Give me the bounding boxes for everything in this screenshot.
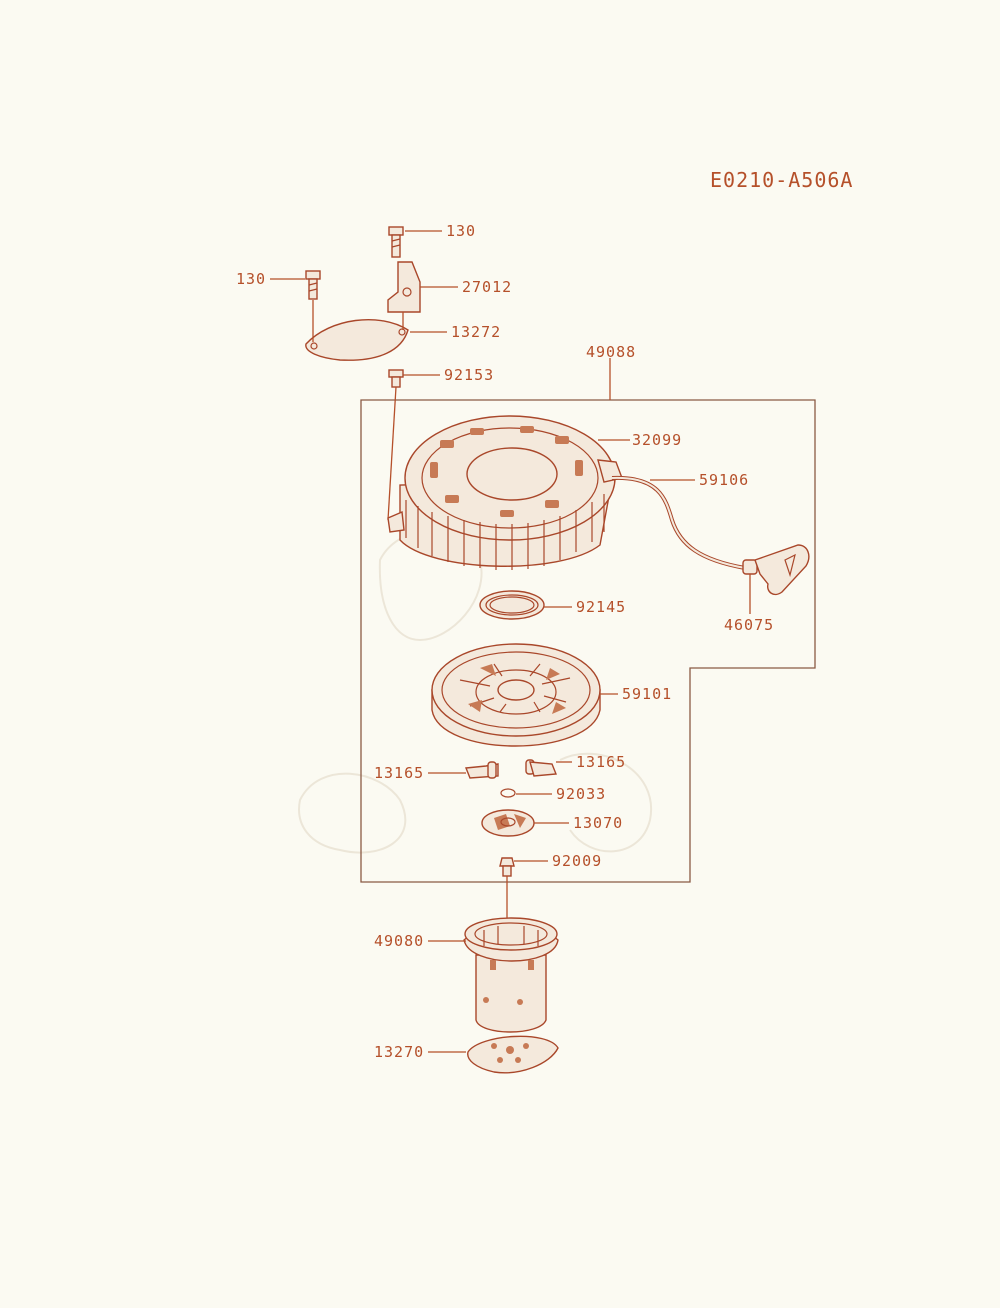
- bracket-27012: [387, 261, 421, 313]
- label-plate: 13272: [451, 323, 501, 341]
- diagram-code: E0210-A506A: [710, 168, 853, 192]
- label-handle: 46075: [724, 616, 774, 634]
- recoil-case-32099: [387, 415, 623, 570]
- guide-13070: [481, 809, 535, 837]
- pulley-49080: [463, 917, 559, 1033]
- plate-13272: [305, 318, 409, 361]
- label-guide: 13070: [573, 814, 623, 832]
- plate-13270: [467, 1035, 559, 1074]
- label-reel: 59101: [622, 685, 672, 703]
- label-ratchet-left: 13165: [374, 764, 424, 782]
- ratchet-13165-left: [465, 761, 499, 779]
- handle-46075: [742, 544, 810, 596]
- label-pulley: 49080: [374, 932, 424, 950]
- label-bolt-left: 130: [236, 270, 266, 288]
- label-case: 32099: [632, 431, 682, 449]
- bolt-130-top: [388, 226, 404, 258]
- label-bolt-top: 130: [446, 222, 476, 240]
- bolt-92153: [388, 369, 404, 388]
- spring-92145: [479, 590, 545, 620]
- label-screw: 92009: [552, 852, 602, 870]
- label-assembly: 49088: [586, 343, 636, 361]
- label-ratchet-right: 13165: [576, 753, 626, 771]
- bolt-130-left: [305, 270, 321, 300]
- screw-92009: [499, 857, 515, 877]
- label-plate-bottom: 13270: [374, 1043, 424, 1061]
- washer-92033: [500, 788, 516, 798]
- rope-59106: [611, 475, 746, 570]
- reel-59101: [431, 643, 601, 747]
- ratchet-13165-right: [525, 759, 557, 777]
- label-rope: 59106: [699, 471, 749, 489]
- label-spring: 92145: [576, 598, 626, 616]
- label-bracket: 27012: [462, 278, 512, 296]
- label-bolt-flange: 92153: [444, 366, 494, 384]
- label-washer: 92033: [556, 785, 606, 803]
- assembly-outline: [360, 399, 816, 883]
